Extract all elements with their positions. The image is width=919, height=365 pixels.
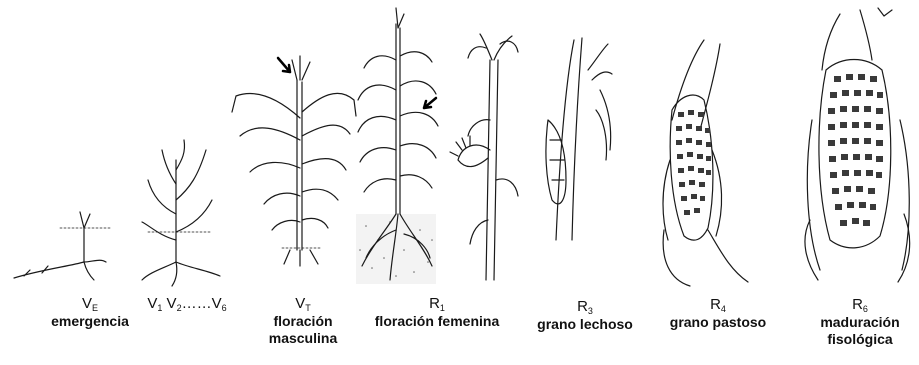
stage-code: R1: [362, 295, 512, 313]
stage-description: grano lechoso: [530, 316, 640, 333]
stage-description: emergencia: [40, 313, 140, 330]
corn-growth-stages-illustration: [0, 0, 919, 290]
stage-description: floración femenina: [362, 313, 512, 330]
stage-code: R4: [658, 296, 778, 314]
stage-code: V1 V2……V6: [122, 295, 252, 313]
corn-milk-ear-drawing: [546, 38, 612, 240]
stage-label-r6: R6 maduración fisológica: [810, 296, 910, 348]
stage-description: floración: [258, 313, 348, 330]
stage-description: maduración: [810, 314, 910, 331]
stage-label-r4: R4 grano pastoso: [658, 296, 778, 331]
corn-silk-ear-drawing: [450, 34, 518, 280]
stage-label-r1: R1 floración femenina: [362, 295, 512, 330]
stage-label-v1-v6: V1 V2……V6: [122, 295, 252, 313]
stage-code: VT: [258, 295, 348, 313]
corn-silking-plant-drawing: [356, 8, 438, 284]
stage-description: grano pastoso: [658, 314, 778, 331]
corn-dough-ear-drawing: [663, 40, 748, 286]
corn-seedling-drawing: [14, 212, 110, 280]
corn-mature-ear-drawing: [805, 8, 910, 282]
stage-label-vt: VT floración masculina: [258, 295, 348, 347]
stage-code: R6: [810, 296, 910, 314]
stage-description: masculina: [258, 330, 348, 347]
stage-label-r3: R3 grano lechoso: [530, 298, 640, 333]
stage-description: fisológica: [810, 331, 910, 348]
stage-code: R3: [530, 298, 640, 316]
corn-tasseling-plant-drawing: [232, 56, 356, 266]
corn-young-plant-drawing: [142, 140, 220, 286]
